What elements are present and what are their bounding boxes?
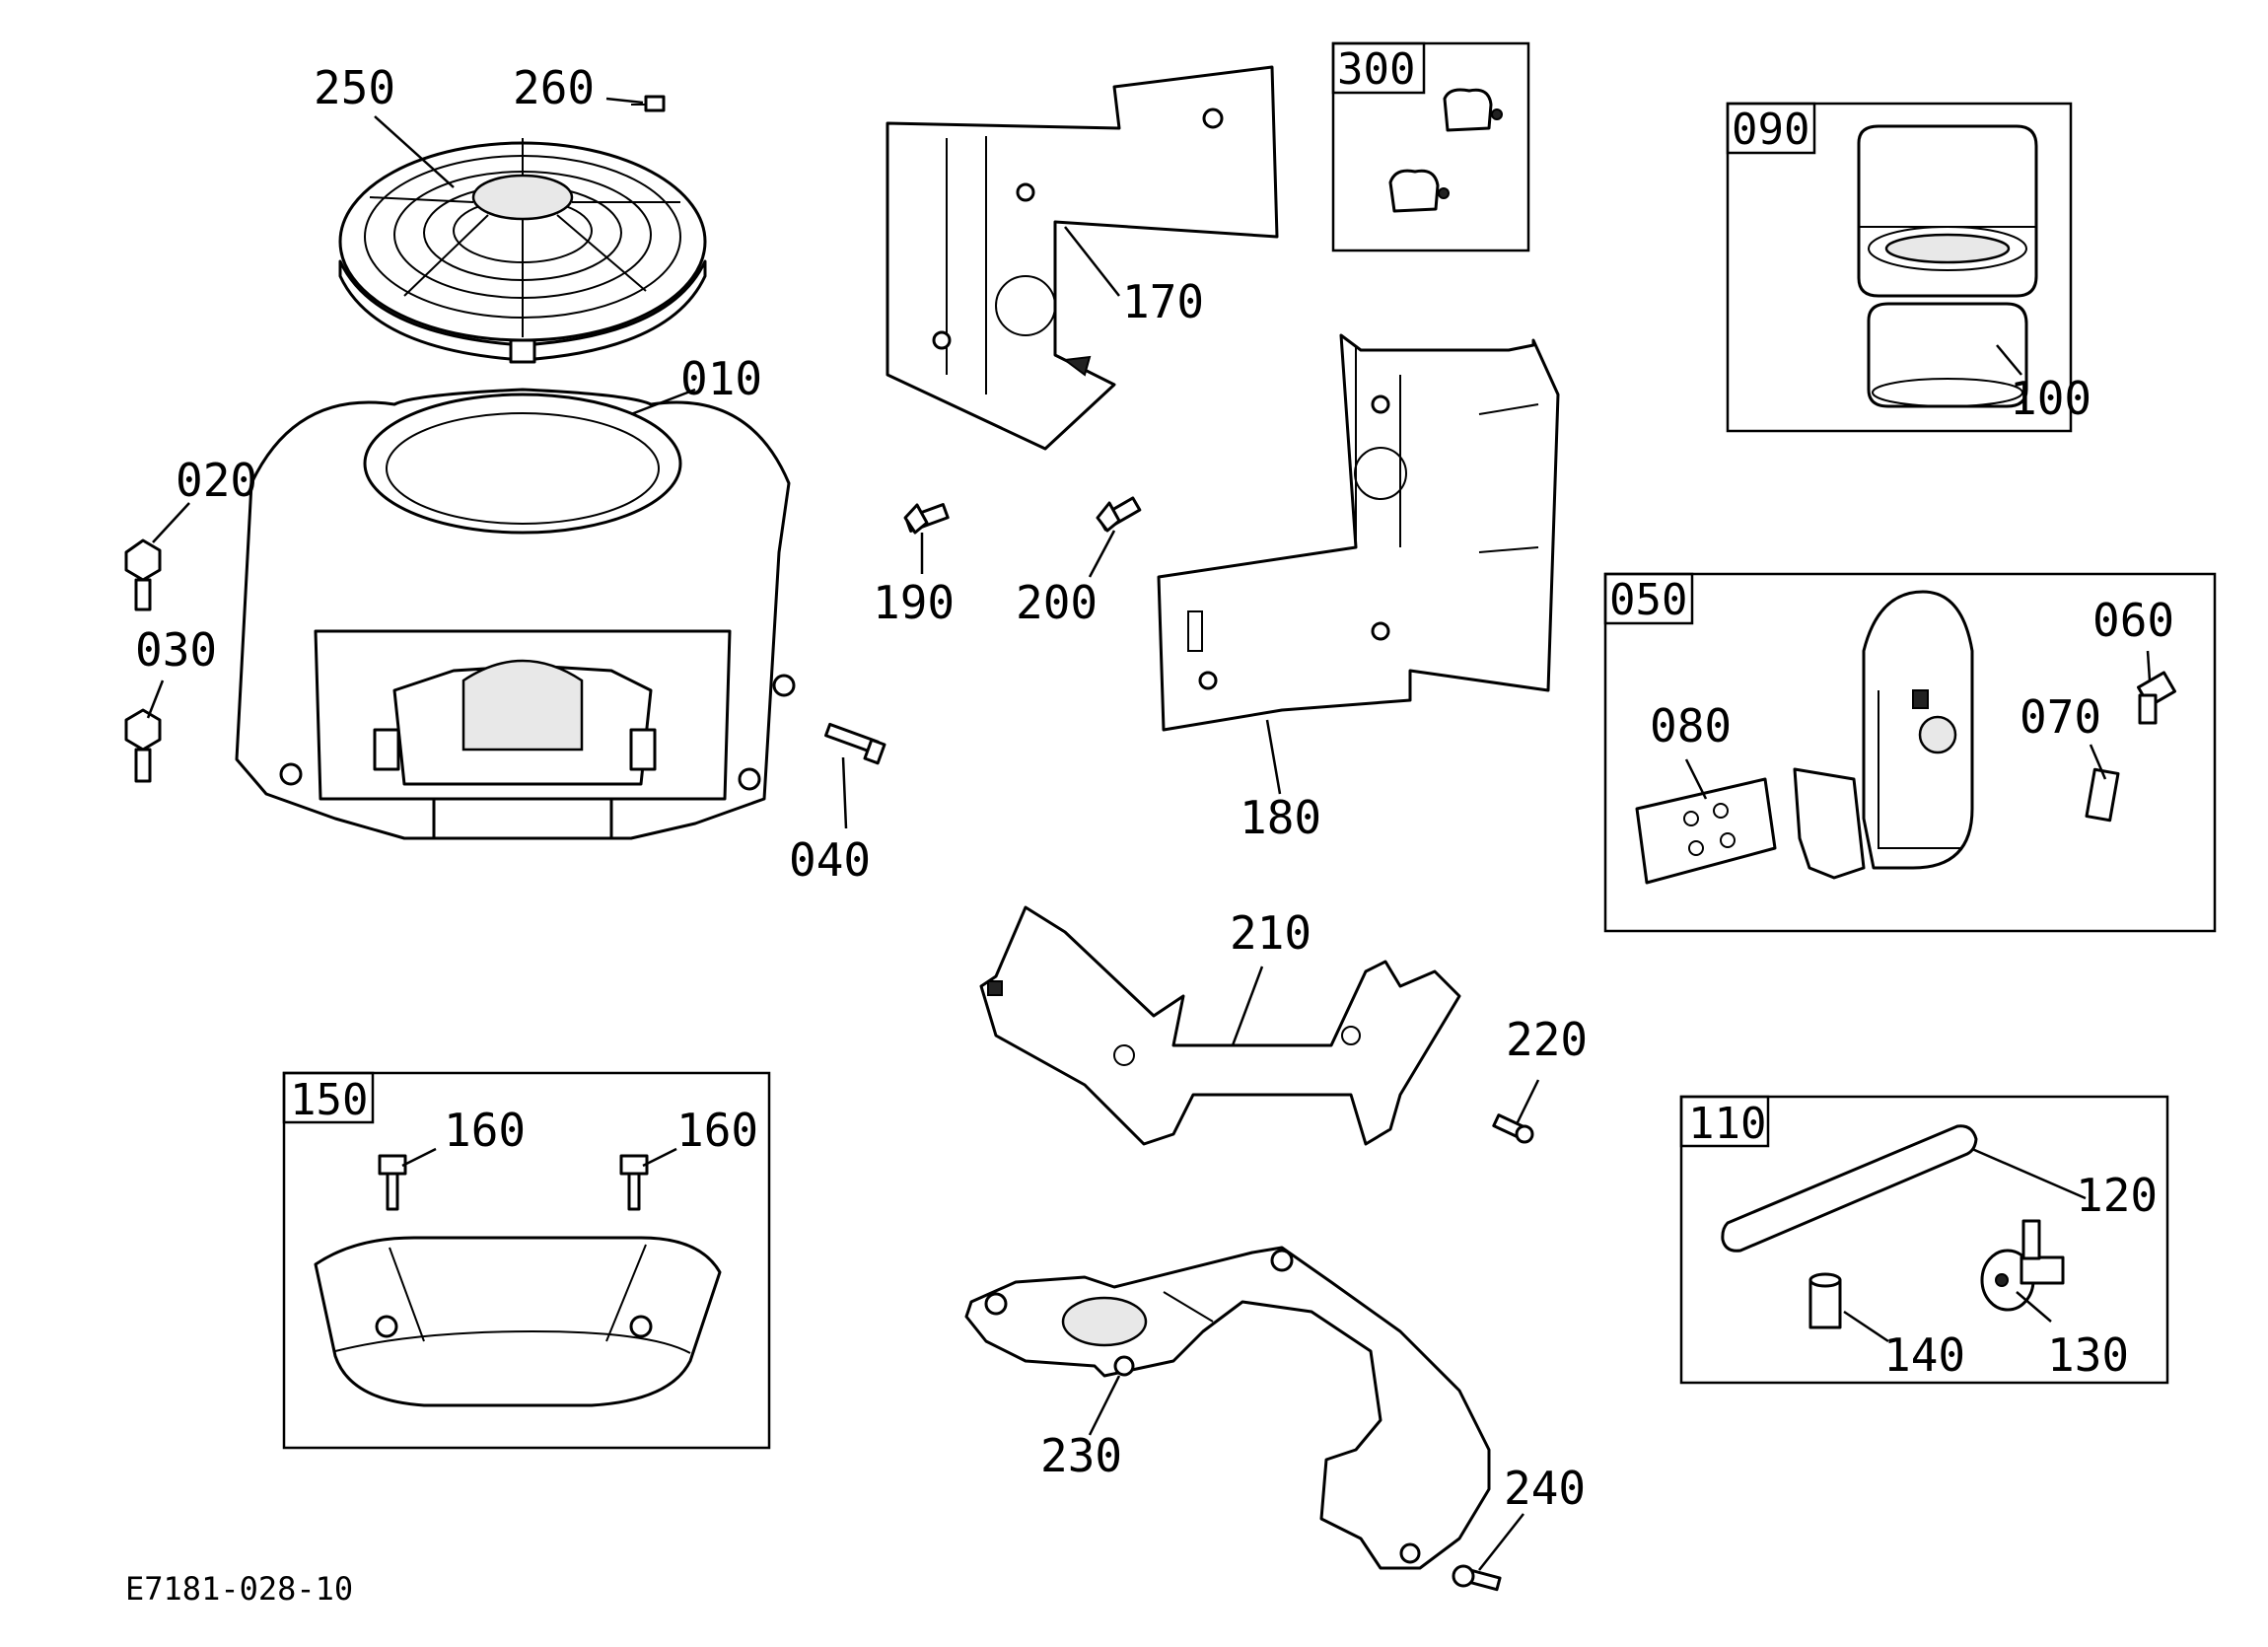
leader-lines xyxy=(146,97,2152,1571)
label-160-right[interactable]: 160 xyxy=(676,1104,758,1157)
label-080[interactable]: 080 xyxy=(1650,699,1732,752)
part-labels: 250 260 010 020 030 040 170 190 200 180 … xyxy=(125,44,2174,1608)
box-110 xyxy=(1679,1095,2169,1385)
box-090 xyxy=(1726,102,2073,433)
part-200-screw[interactable] xyxy=(1096,496,1142,533)
label-090[interactable]: 090 xyxy=(1732,105,1809,155)
part-150-cover[interactable] xyxy=(314,1236,722,1407)
label-180[interactable]: 180 xyxy=(1240,791,1321,844)
label-050[interactable]: 050 xyxy=(1609,575,1687,625)
part-260-screw[interactable] xyxy=(631,95,666,112)
part-170-shroud-panel[interactable] xyxy=(886,65,1279,451)
label-300[interactable]: 300 xyxy=(1337,44,1415,95)
label-110[interactable]: 110 xyxy=(1688,1099,1766,1149)
box-150 xyxy=(282,1071,771,1450)
label-130[interactable]: 130 xyxy=(2047,1328,2129,1382)
label-030[interactable]: 030 xyxy=(135,623,217,677)
label-260[interactable]: 260 xyxy=(513,61,595,114)
label-160-left[interactable]: 160 xyxy=(444,1104,526,1157)
part-300-clips[interactable] xyxy=(1388,88,1503,213)
part-100-pre-cleaner[interactable] xyxy=(1867,302,2028,408)
part-090-air-filter[interactable] xyxy=(1857,124,2038,298)
part-230-baffle[interactable] xyxy=(964,1246,1491,1570)
part-220-screw[interactable] xyxy=(1492,1113,1534,1144)
part-080-gasket[interactable] xyxy=(1635,777,1777,885)
label-070[interactable]: 070 xyxy=(2020,690,2101,744)
part-160-screw-left[interactable] xyxy=(378,1154,407,1211)
drawing-code: E7181-028-10 xyxy=(125,1570,353,1608)
part-010-blower-housing[interactable] xyxy=(235,388,796,840)
part-070-hose[interactable] xyxy=(2085,767,2120,823)
part-020-bolt[interactable] xyxy=(124,538,162,611)
label-100[interactable]: 100 xyxy=(2010,372,2091,425)
part-190-screw[interactable] xyxy=(903,503,950,535)
label-220[interactable]: 220 xyxy=(1506,1013,1588,1066)
label-120[interactable]: 120 xyxy=(2076,1169,2158,1222)
box-300 xyxy=(1331,41,1530,252)
label-170[interactable]: 170 xyxy=(1122,275,1204,328)
label-190[interactable]: 190 xyxy=(873,576,955,629)
part-160-screw-right[interactable] xyxy=(619,1154,649,1211)
label-060[interactable]: 060 xyxy=(2092,594,2174,647)
part-040-stud[interactable] xyxy=(824,722,886,765)
part-050-breather-cover[interactable] xyxy=(1793,590,1974,880)
label-230[interactable]: 230 xyxy=(1040,1429,1122,1482)
label-040[interactable]: 040 xyxy=(789,833,871,887)
label-140[interactable]: 140 xyxy=(1883,1328,1965,1382)
part-250-fan-grille[interactable] xyxy=(338,138,707,364)
box-050 xyxy=(1603,572,2217,933)
part-240-screw[interactable] xyxy=(1452,1564,1502,1592)
part-030-bolt[interactable] xyxy=(124,708,162,783)
label-240[interactable]: 240 xyxy=(1504,1462,1586,1515)
label-250[interactable]: 250 xyxy=(314,61,395,114)
label-150[interactable]: 150 xyxy=(290,1075,368,1125)
label-210[interactable]: 210 xyxy=(1230,906,1311,960)
label-200[interactable]: 200 xyxy=(1016,576,1098,629)
label-010[interactable]: 010 xyxy=(680,352,762,405)
part-210-bracket[interactable] xyxy=(979,905,1461,1146)
part-140-sleeve[interactable] xyxy=(1808,1272,1842,1329)
part-060-fitting[interactable] xyxy=(2137,671,2176,725)
part-180-shroud-bracket[interactable] xyxy=(1157,333,1560,732)
part-120-hose[interactable] xyxy=(1721,1124,1978,1253)
label-020[interactable]: 020 xyxy=(176,454,257,507)
